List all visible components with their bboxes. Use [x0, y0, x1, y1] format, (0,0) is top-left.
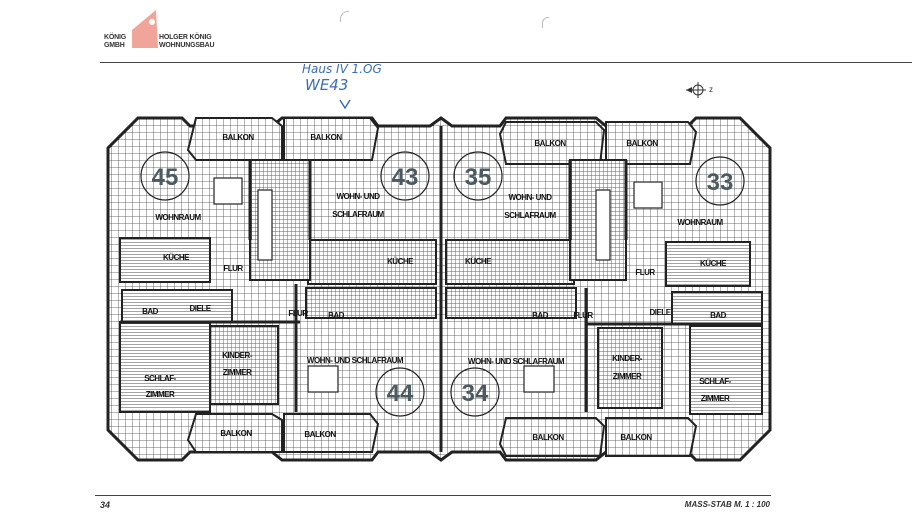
hatched-rooms: [119, 237, 763, 415]
room-label-bad: BAD: [142, 307, 159, 316]
unit-circles: [140, 151, 745, 417]
unit-number: 35: [465, 164, 492, 191]
scale-label: MASS-STAB M. 1 : 100: [684, 500, 770, 509]
punch-hole: [340, 11, 349, 22]
room-label-flur: FLUR: [573, 311, 593, 320]
page-number: 34: [100, 500, 111, 510]
room-label-wohn-schlaf: WOHN- UND: [336, 192, 380, 201]
footer-rule: [95, 495, 771, 496]
unit-number: 33: [707, 169, 734, 196]
handwritten-annotation: Haus IV 1.OG WE43: [302, 62, 382, 94]
room-label-wohnraum: WOHNRAUM: [677, 218, 723, 227]
annotation-house: Haus IV 1.OG: [302, 62, 382, 76]
logo-line: GMBH: [104, 42, 125, 49]
room-label-flur: FLUR: [223, 264, 243, 273]
arrow-down-icon: [339, 99, 351, 110]
room-label-kinderzimmer: KINDER-: [612, 354, 643, 363]
room-label-balkon: BALKON: [534, 139, 566, 148]
room-label-kueche: KÜCHE: [163, 253, 190, 262]
room-label-bad: BAD: [710, 311, 727, 320]
header-rule: [100, 62, 912, 63]
walls: [120, 126, 762, 452]
room-label-wohnraum: WOHNRAUM: [155, 213, 201, 222]
compass-north-icon: z: [686, 82, 713, 98]
punch-hole: [542, 17, 549, 28]
room-label-wohn-schlaf: SCHLAFRAUM: [504, 211, 556, 220]
logo-line: WOHNUNGSBAU: [159, 42, 215, 49]
room-label-balkon: BALKON: [626, 139, 658, 148]
svg-text:z: z: [709, 85, 713, 94]
unit-number: 44: [387, 380, 414, 407]
balconies: [186, 117, 698, 457]
room-label-balkon: BALKON: [310, 133, 342, 142]
logo-line: HOLGER KÖNIG: [159, 34, 212, 41]
room-label-kueche: KÜCHE: [465, 257, 492, 266]
company-logo: KÖNIG GMBH HOLGER KÖNIG WOHNUNGSBAU: [104, 8, 224, 52]
furniture: [213, 177, 663, 393]
logo-mark: [132, 10, 158, 48]
unit-number: 45: [152, 164, 179, 191]
room-label-wohn-schlaf: SCHLAFRAUM: [332, 210, 384, 219]
unit-number: 43: [392, 164, 419, 191]
room-label-bad: BAD: [328, 311, 345, 320]
logo-line: KÖNIG: [104, 34, 126, 41]
room-label-kueche: KÜCHE: [387, 257, 414, 266]
room-label-flur: FLUR: [288, 309, 308, 318]
logo-text-left: KÖNIG GMBH: [104, 34, 126, 50]
unit-number: 34: [462, 380, 489, 407]
room-label-balkon: BALKON: [620, 433, 652, 442]
room-label-schlafzimmer: SCHLAF-: [144, 374, 176, 383]
room-label-diele: DIELE: [189, 304, 211, 313]
room-label-wohn-schlaf: WOHN- UND SCHLAFRAUM: [468, 357, 565, 366]
room-label-schlafzimmer: ZIMMER: [701, 394, 730, 403]
room-label-diele: DIELE: [649, 308, 671, 317]
room-label-kueche: KÜCHE: [700, 259, 727, 268]
room-label-wohn-schlaf: WOHN- UND: [508, 193, 552, 202]
room-label-balkon: BALKON: [222, 133, 254, 142]
room-label-kinderzimmer: KINDER-: [222, 351, 253, 360]
room-label-schlafzimmer: SCHLAF-: [699, 377, 731, 386]
room-label-schlafzimmer: ZIMMER: [146, 390, 175, 399]
room-label-bad: BAD: [532, 311, 549, 320]
room-label-balkon: BALKON: [304, 430, 336, 439]
room-label-kinderzimmer: ZIMMER: [223, 368, 252, 377]
room-label-kinderzimmer: ZIMMER: [613, 372, 642, 381]
logo-text-right: HOLGER KÖNIG WOHNUNGSBAU: [159, 34, 215, 50]
room-label-flur: FLUR: [635, 268, 655, 277]
room-label-balkon: BALKON: [220, 429, 252, 438]
room-label-wohn-schlaf: WOHN- UND SCHLAFRAUM: [307, 356, 404, 365]
room-label-balkon: BALKON: [532, 433, 564, 442]
annotation-unit: WE43: [305, 76, 349, 94]
